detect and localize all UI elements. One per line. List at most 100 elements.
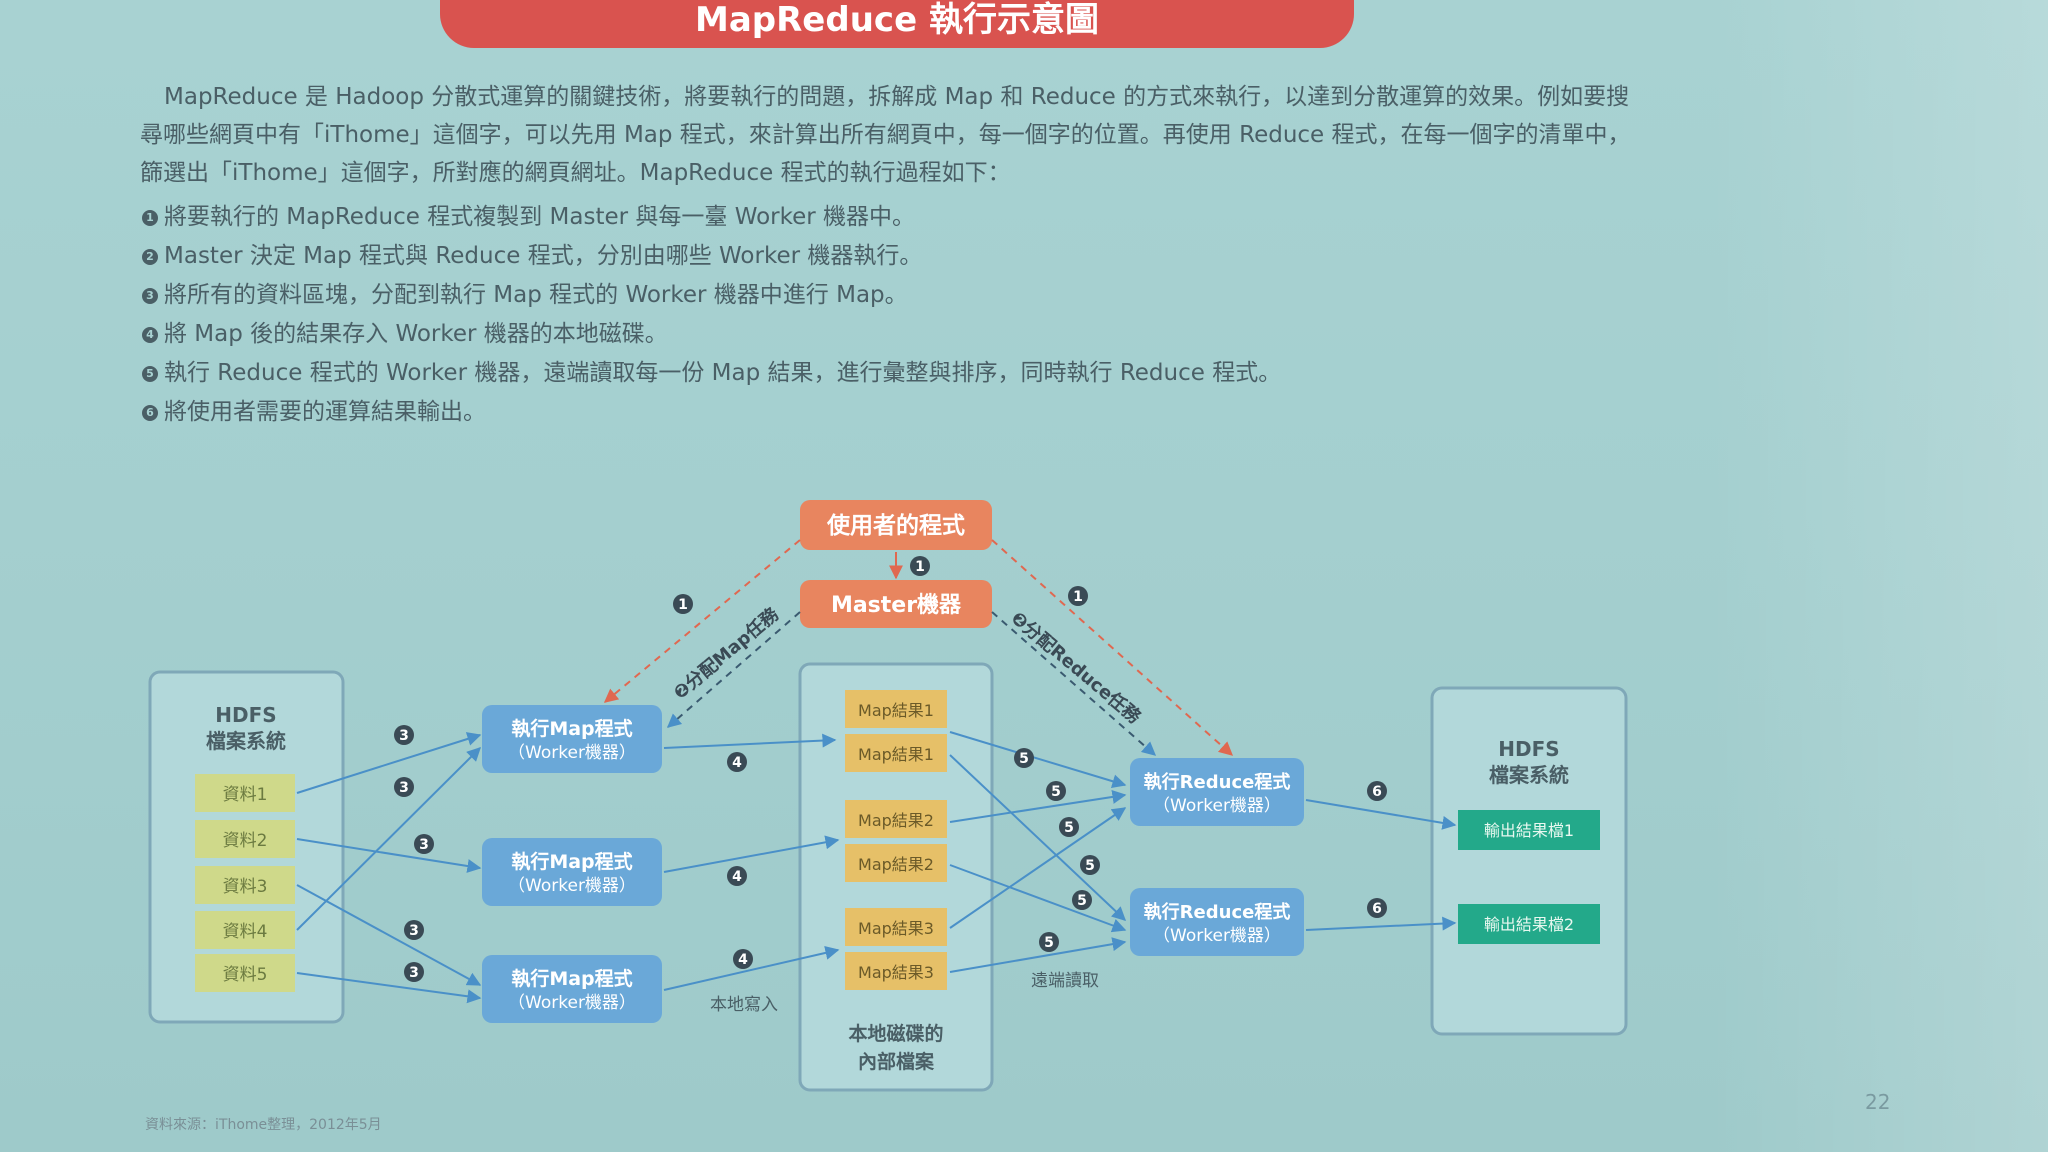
- assign-reduce-line: [991, 611, 1157, 756]
- badge-5: 5: [1019, 751, 1029, 767]
- user-program-box: [800, 500, 992, 550]
- badge-4: 4: [732, 869, 742, 885]
- badge-4: 4: [732, 755, 742, 771]
- map-result-block: [845, 908, 947, 946]
- data-block: [195, 820, 295, 858]
- reduce-worker: 執行Reduce程式 （Worker機器）: [1130, 888, 1304, 956]
- badge-4: 4: [738, 952, 748, 968]
- data-block-label: 資料3: [223, 877, 268, 897]
- hdfs-output-subtitle: 檔案系統: [1489, 763, 1569, 787]
- intro-line: 尋哪些網頁中有「iThome」這個字，可以先用 Map 程式，來計算出所有網頁中…: [140, 122, 1631, 148]
- map-result-list: Map結果1 Map結果1 Map結果2 Map結果2 Map結果3 Map結果…: [845, 690, 947, 990]
- map-result-block: [845, 734, 947, 772]
- step-number: 3: [142, 287, 158, 304]
- reduce-worker-title: 執行Reduce程式: [1144, 901, 1291, 923]
- slide-right-edge: [1708, 0, 2048, 1152]
- badge-6: 6: [1372, 784, 1382, 800]
- remote-read-label: 遠端讀取: [1031, 971, 1099, 991]
- data-block: [195, 774, 295, 812]
- map-worker: 執行Map程式 （Worker機器）: [482, 955, 662, 1023]
- map-worker: 執行Map程式 （Worker機器）: [482, 705, 662, 773]
- map-worker-title: 執行Map程式: [511, 850, 632, 873]
- output-file-label: 輸出結果檔2: [1484, 915, 1574, 934]
- local-disk-sublabel: 內部檔案: [858, 1050, 935, 1073]
- step-list: 1 將要執行的 MapReduce 程式複製到 Master 與每一臺 Worke…: [142, 198, 1281, 432]
- map-result-block: [845, 690, 947, 728]
- step-text: 將使用者需要的運算結果輸出。: [164, 399, 486, 425]
- data-block-label: 資料1: [223, 785, 268, 805]
- data-block-label: 資料4: [223, 922, 268, 942]
- badge-3: 3: [399, 728, 409, 744]
- badge-5: 5: [1085, 858, 1095, 874]
- reduce-worker: 執行Reduce程式 （Worker機器）: [1130, 758, 1304, 826]
- map-worker: 執行Map程式 （Worker機器）: [482, 838, 662, 906]
- map-worker-subtitle: （Worker機器）: [508, 876, 636, 896]
- step-text: 將要執行的 MapReduce 程式複製到 Master 與每一臺 Worker…: [164, 204, 916, 230]
- step-text: 將 Map 後的結果存入 Worker 機器的本地磁碟。: [164, 321, 668, 347]
- step-number: 6: [142, 404, 158, 421]
- badge-6: 6: [1372, 901, 1382, 917]
- badge-3: 3: [409, 923, 419, 939]
- map-result-label: Map結果3: [858, 963, 934, 982]
- step-item: 2 Master 決定 Map 程式與 Reduce 程式，分別由哪些 Worke…: [142, 237, 1281, 276]
- step-text: 執行 Reduce 程式的 Worker 機器，遠端讀取每一份 Map 結果，進…: [164, 360, 1282, 386]
- badge-1: 1: [678, 597, 688, 613]
- map-result-block: [845, 800, 947, 838]
- step-number: 1: [142, 209, 158, 226]
- badge-5: 5: [1044, 935, 1054, 951]
- data-block-label: 資料5: [223, 965, 268, 985]
- reduce-to-output-arrows: [1305, 799, 1457, 931]
- reduce-worker-subtitle: （Worker機器）: [1153, 926, 1281, 946]
- map-worker-subtitle: （Worker機器）: [508, 993, 636, 1013]
- step-badges: 1 1 1 3 3 3 3 3 4 4 4 5 5 5 5 5 5 6 6: [394, 556, 1387, 982]
- map-worker-subtitle: （Worker機器）: [508, 743, 636, 763]
- hdfs-input-title: HDFS: [215, 703, 276, 727]
- badge-5: 5: [1064, 820, 1074, 836]
- intro-line: MapReduce 是 Hadoop 分散式運算的關鍵技術，將要執行的問題，拆解…: [164, 84, 1630, 110]
- map-result-label: Map結果2: [858, 811, 934, 830]
- map-worker-title: 執行Map程式: [511, 967, 632, 990]
- intro-paragraph: MapReduce 是 Hadoop 分散式運算的關鍵技術，將要執行的問題，拆解…: [140, 78, 1660, 192]
- source-note: 資料來源：iThome整理，2012年5月: [145, 1117, 382, 1133]
- map-to-disk-arrows: [663, 733, 840, 991]
- badge-1: 1: [1073, 589, 1083, 605]
- local-write-label: 本地寫入: [710, 995, 778, 1015]
- step-number: 2: [142, 248, 158, 265]
- map-worker-title: 執行Map程式: [511, 717, 632, 740]
- intro-line: 篩選出「iThome」這個字，所對應的網頁網址。MapReduce 程式的執行過…: [140, 160, 1011, 186]
- map-result-label: Map結果1: [858, 701, 934, 720]
- data-block: [195, 866, 295, 904]
- assign-map-line: [666, 611, 801, 728]
- step-item: 1 將要執行的 MapReduce 程式複製到 Master 與每一臺 Worke…: [142, 198, 1281, 237]
- map-result-block: [845, 952, 947, 990]
- user-program-label: 使用者的程式: [826, 512, 965, 539]
- disk-to-reduce-arrows: [949, 731, 1127, 973]
- badge-3: 3: [399, 780, 409, 796]
- step-text: Master 決定 Map 程式與 Reduce 程式，分別由哪些 Worker…: [164, 243, 923, 269]
- badge-3: 3: [419, 837, 429, 853]
- slide-title: MapReduce 執行示意圖: [440, 0, 1354, 48]
- hdfs-output-title: HDFS: [1498, 737, 1559, 761]
- step-number: 5: [142, 365, 158, 382]
- page-number: 22: [1865, 1090, 1891, 1114]
- map-result-label: Map結果2: [858, 855, 934, 874]
- badge-5: 5: [1051, 784, 1061, 800]
- data-block: [195, 911, 295, 949]
- master-box: [800, 580, 992, 628]
- map-result-label: Map結果3: [858, 919, 934, 938]
- step-item: 6 將使用者需要的運算結果輸出。: [142, 393, 1281, 432]
- data-to-map-arrows: [296, 732, 482, 1004]
- copy-to-map-line: [603, 539, 801, 703]
- output-file-block: [1458, 810, 1600, 850]
- map-result-label: Map結果1: [858, 745, 934, 764]
- step-item: 5 執行 Reduce 程式的 Worker 機器，遠端讀取每一份 Map 結果，…: [142, 354, 1281, 393]
- badge-1: 1: [915, 559, 925, 575]
- hdfs-input-subtitle: 檔案系統: [206, 729, 286, 753]
- copy-to-reduce-line: [991, 539, 1234, 756]
- assign-map-label: ❷分配Map任務: [669, 603, 784, 704]
- data-block-list: 資料1 資料2 資料3 資料4 資料5: [195, 774, 295, 992]
- step-text: 將所有的資料區塊，分配到執行 Map 程式的 Worker 機器中進行 Map。: [164, 282, 908, 308]
- badge-3: 3: [409, 965, 419, 981]
